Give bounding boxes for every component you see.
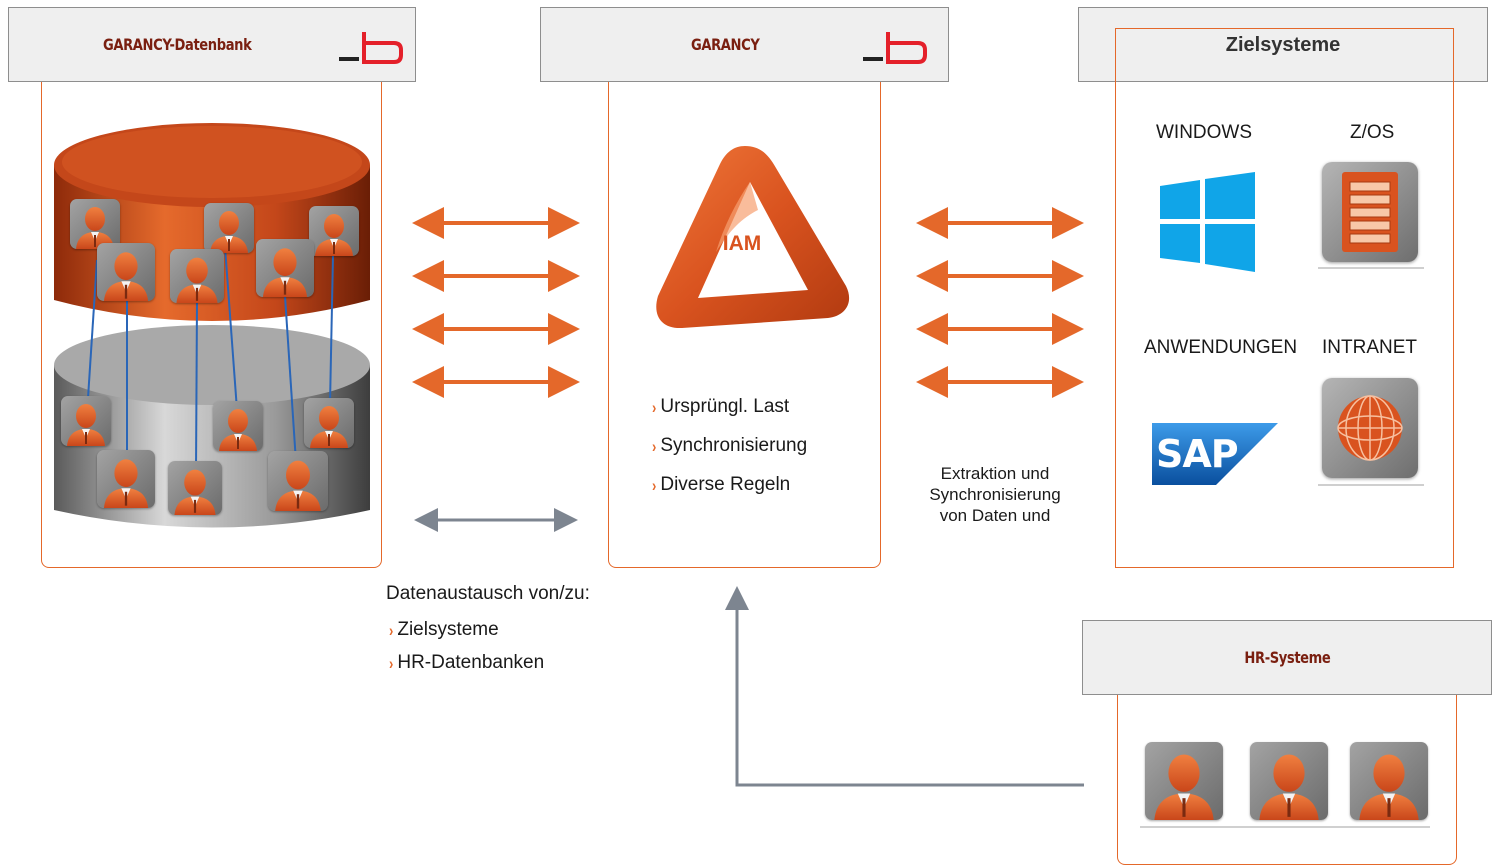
iam-label: IAM bbox=[723, 232, 762, 255]
exchange-list: ›Zielsysteme ›HR-Datenbanken bbox=[389, 619, 544, 685]
user-avatar-icon bbox=[97, 450, 155, 508]
user-avatar-icon bbox=[170, 249, 224, 303]
server-tile bbox=[1322, 162, 1418, 262]
garancy-feature-item: ›Diverse Regeln bbox=[652, 471, 807, 500]
garancy-panel bbox=[608, 82, 881, 568]
bullet-icon: › bbox=[389, 620, 394, 641]
iam-logo-icon: IAM bbox=[656, 146, 850, 329]
user-avatar-icon bbox=[168, 461, 222, 515]
bullet-icon: › bbox=[652, 475, 657, 496]
user-avatar-icon bbox=[1250, 742, 1328, 820]
user-avatar-icon bbox=[97, 243, 155, 301]
user-avatar-icon bbox=[61, 396, 111, 446]
bullet-icon: › bbox=[652, 397, 657, 418]
user-avatar-icon bbox=[304, 398, 354, 448]
targets-header-title: Zielsysteme bbox=[1225, 34, 1341, 56]
garancy-feature-item: ›Synchronisierung bbox=[652, 432, 807, 461]
zos-label: Z/OS bbox=[1350, 122, 1395, 143]
user-avatar-icon bbox=[268, 451, 328, 511]
user-avatar-icon bbox=[309, 206, 359, 256]
targets-header: Zielsysteme bbox=[1078, 7, 1488, 82]
garancy-header-title: GARANCY bbox=[691, 35, 760, 54]
intranet-tile bbox=[1322, 378, 1418, 478]
db-panel bbox=[41, 82, 382, 568]
user-avatar-icon bbox=[1145, 742, 1223, 820]
user-avatar-icon bbox=[204, 203, 254, 253]
user-avatar-icon bbox=[256, 239, 314, 297]
windows-label: WINDOWS bbox=[1156, 122, 1253, 143]
sap-logo-icon: SAP bbox=[1152, 423, 1278, 485]
b-logo-icon bbox=[863, 32, 927, 64]
hr-header: HR-Systeme bbox=[1082, 620, 1492, 695]
user-avatar-icon bbox=[70, 199, 120, 249]
windows-logo-icon bbox=[1160, 172, 1255, 272]
tile-base bbox=[1318, 484, 1424, 486]
hr-feed-arrow bbox=[725, 586, 1084, 787]
exchange-heading: Datenaustausch von/zu: bbox=[386, 583, 590, 604]
db-header: GARANCY-Datenbank bbox=[8, 7, 416, 82]
hr-header-title: HR-Systeme bbox=[1243, 648, 1330, 667]
bullet-icon: › bbox=[652, 436, 657, 457]
garancy-feature-list: ›Ursprüngl. Last ›Synchronisierung ›Dive… bbox=[652, 393, 807, 510]
db-header-title: GARANCY-Datenbank bbox=[103, 35, 252, 54]
garancy-feature-item: ›Ursprüngl. Last bbox=[652, 393, 807, 422]
sap-label: SAP bbox=[1156, 432, 1238, 476]
globe-icon bbox=[1337, 395, 1403, 461]
exchange-item: ›HR-Datenbanken bbox=[389, 652, 544, 675]
user-avatar-icon bbox=[213, 401, 263, 451]
tile-base bbox=[1318, 267, 1424, 269]
garancy-header: GARANCY bbox=[540, 7, 949, 82]
tile-base bbox=[1140, 826, 1430, 828]
intranet-label: INTRANET bbox=[1322, 337, 1417, 358]
exchange-item: ›Zielsysteme bbox=[389, 619, 544, 642]
server-icon bbox=[1342, 172, 1398, 252]
b-logo-icon bbox=[339, 32, 403, 64]
apps-label: ANWENDUNGEN bbox=[1144, 337, 1298, 358]
user-avatar-icon bbox=[1350, 742, 1428, 820]
targets-panel bbox=[1115, 28, 1454, 568]
bullet-icon: › bbox=[389, 653, 394, 674]
extraction-caption: Extraktion und Synchronisierung von Date… bbox=[929, 464, 1061, 525]
